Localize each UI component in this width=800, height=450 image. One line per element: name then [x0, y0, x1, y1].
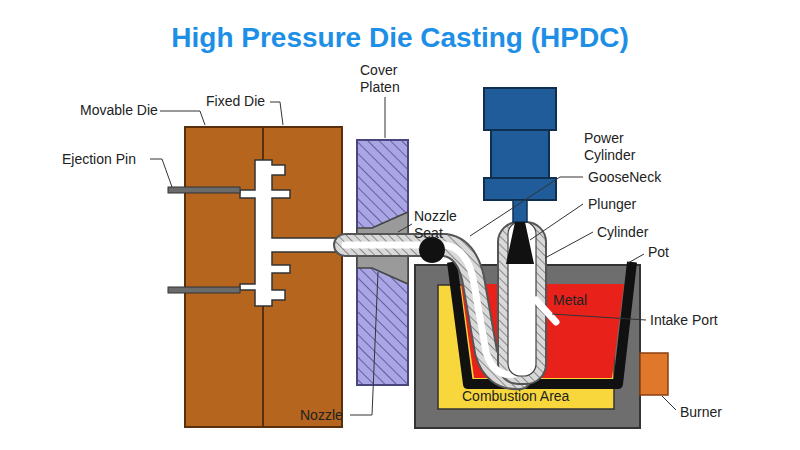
part-label: Nozzle Seat — [414, 208, 464, 242]
part-label: Ejection Pin — [62, 151, 136, 168]
part-label: Plunger — [588, 196, 636, 213]
leader-line — [150, 97, 676, 415]
part-label: Pot — [648, 244, 669, 261]
part-label: Nozzle — [300, 407, 343, 424]
part-label: Intake Port — [650, 312, 718, 329]
power-cylinder — [484, 88, 556, 222]
part-label: GooseNeck — [588, 169, 661, 186]
ejection-pin — [168, 187, 240, 293]
part-label: Fixed Die — [206, 93, 265, 110]
part-label: Combustion Area — [462, 388, 569, 405]
part-label: Movable Die — [80, 102, 158, 119]
plunger — [506, 222, 534, 264]
part-label: Power Cylinder — [584, 130, 656, 164]
part-label: Cover Platen — [360, 62, 416, 96]
part-label: Burner — [680, 404, 722, 421]
part-label: Metal — [553, 292, 587, 309]
die-block — [185, 127, 356, 427]
part-label: Cylinder — [597, 224, 648, 241]
cover-platen — [357, 140, 408, 385]
diagram-title: High Pressure Die Casting (HPDC) — [0, 22, 800, 54]
burner — [640, 353, 668, 395]
